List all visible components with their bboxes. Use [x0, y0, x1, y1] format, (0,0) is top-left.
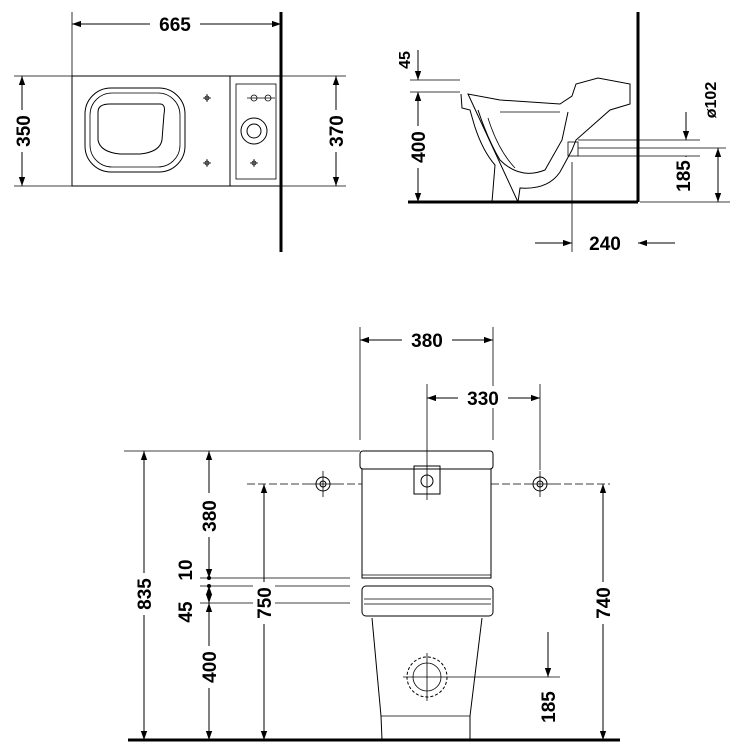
cistern-top-outline: [229, 75, 282, 187]
front-view: 380 330 835 380 10 45 400 750: [124, 327, 620, 742]
depth-right-label: 370: [327, 115, 348, 147]
outlet-diameter-label: ø102: [703, 82, 720, 119]
flush-button: [240, 117, 268, 145]
right-supply-height-label: 740: [594, 587, 615, 619]
toilet-side-profile: [467, 77, 631, 204]
left-supply-height-label: 750: [255, 587, 276, 619]
bowl-opening: [97, 103, 165, 155]
fixing-spacing-label: 330: [467, 389, 499, 410]
seat-gap-label: 45: [397, 51, 414, 69]
outlet-height-label: 185: [674, 160, 695, 192]
fixing-points-front: [310, 471, 553, 497]
total-height-label: 835: [135, 578, 156, 610]
seat-front: [361, 585, 494, 617]
seat-inner-outline: [89, 92, 181, 168]
width-label: 665: [159, 15, 191, 36]
outlet-height-front-label: 185: [539, 691, 560, 723]
cistern-lid: [359, 450, 494, 470]
cistern-lid-outline: [235, 83, 277, 180]
depth-left-label: 350: [14, 115, 35, 147]
toilet-top-outline: [71, 75, 282, 187]
gap-label: 10: [176, 559, 197, 580]
cistern-body: [361, 469, 492, 579]
seat-thickness-label: 45: [176, 601, 197, 623]
seat-outer-outline: [84, 87, 186, 173]
side-view: 45 400 ø102 185 240: [397, 12, 730, 255]
cistern-height-label: 380: [200, 500, 221, 532]
bowl-height-label: 400: [200, 651, 221, 683]
cistern-width-label: 380: [411, 331, 443, 352]
seat-height-label: 400: [409, 131, 430, 163]
fixing-marks: [203, 94, 275, 167]
outlet-distance-label: 240: [589, 234, 621, 255]
top-view: 665 350 370: [11, 12, 348, 252]
